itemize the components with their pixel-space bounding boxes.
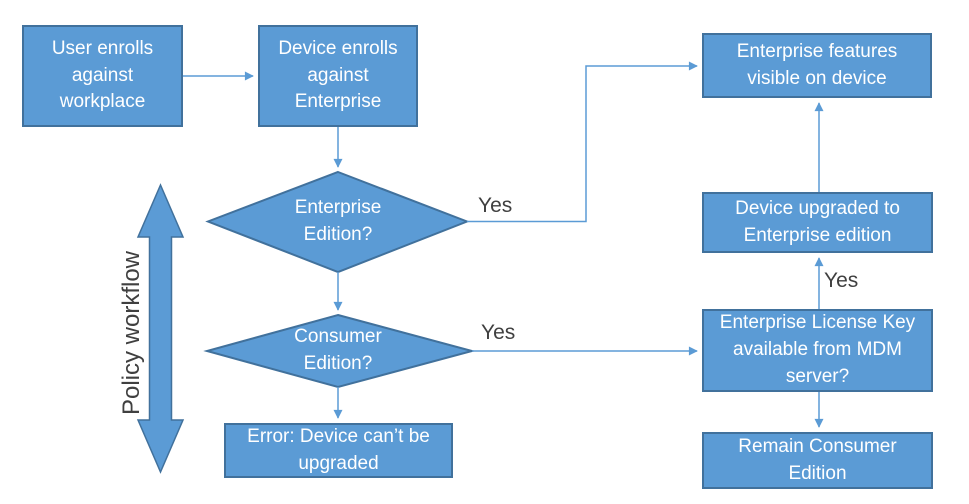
enterprise-edition-diamond [205,170,470,274]
node-device-upgraded-label: Device upgraded to Enterprise edition [735,197,900,246]
node-enterprise-features-label: Enterprise features visible on device [736,40,898,89]
node-license-key-label: Enterprise License Key available from MD… [719,312,916,387]
node-remain-consumer-label: Remain Consumer Edition [738,435,897,484]
node-remain-consumer: Remain Consumer Edition [702,432,933,489]
connector-enterprise-yes-to-features [467,61,698,223]
node-user-enrolls-label: User enrolls against workplace [51,37,154,113]
policy-workflow-double-arrow [136,183,185,474]
node-device-enrolls: Device enrolls against Enterprise [258,25,418,127]
node-device-enrolls-label: Device enrolls against Enterprise [278,37,398,113]
yes-label-consumer: Yes [481,321,516,344]
node-error: Error: Device can’t be upgraded [224,423,453,478]
yes-label-license: Yes [824,269,859,292]
node-device-upgraded: Device upgraded to Enterprise edition [702,192,933,253]
node-license-key: Enterprise License Key available from MD… [702,309,933,392]
node-error-label: Error: Device can’t be upgraded [247,425,430,474]
node-enterprise-features: Enterprise features visible on device [702,33,932,98]
consumer-edition-diamond [203,313,476,389]
node-user-enrolls: User enrolls against workplace [22,25,183,127]
yes-label-enterprise: Yes [478,194,513,217]
policy-workflow-label: Policy workflow [118,250,145,416]
